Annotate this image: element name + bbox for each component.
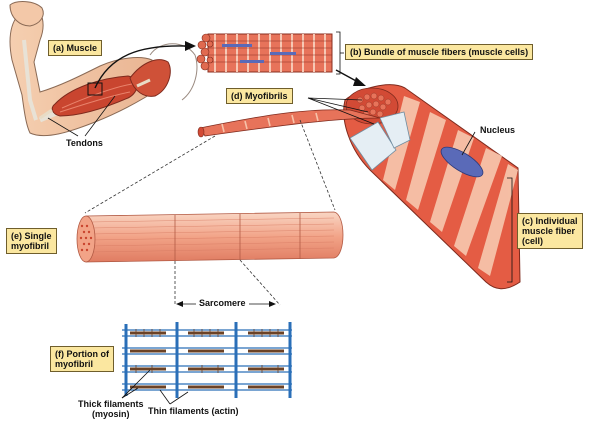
arrow-head bbox=[353, 77, 366, 86]
tendons-leader bbox=[84, 95, 116, 137]
label-tendons: Tendons bbox=[66, 138, 103, 148]
label-b-bundle: (b) Bundle of muscle fibers (muscle cell… bbox=[345, 44, 534, 60]
label-sarcomere: Sarcomere bbox=[196, 298, 249, 308]
myofibrils-leader bbox=[307, 97, 363, 101]
myofibrils-leader bbox=[307, 97, 375, 125]
label-f-letter: (f) bbox=[55, 349, 64, 359]
label-thick-filaments: Thick filaments (myosin) bbox=[78, 399, 144, 419]
thick-leader bbox=[121, 369, 151, 399]
label-f-line1: (f) Portion of bbox=[55, 349, 109, 359]
arrow-b-to-c bbox=[335, 69, 359, 83]
arrow-head bbox=[176, 301, 183, 307]
label-b-letter: (b) bbox=[350, 47, 362, 57]
label-thin-filaments: Thin filaments (actin) bbox=[148, 406, 239, 416]
label-c-text-3: (cell) bbox=[522, 236, 544, 246]
arrow-head bbox=[269, 301, 276, 307]
single-myofibril bbox=[76, 211, 344, 263]
projection-line bbox=[299, 119, 336, 211]
bundle-bracket bbox=[336, 31, 341, 75]
label-c-text-2: muscle fiber bbox=[522, 226, 576, 236]
arrow-a-to-b bbox=[94, 45, 186, 89]
extracted-myofibril bbox=[197, 109, 381, 138]
tendons-leader bbox=[47, 117, 79, 137]
arrow-head bbox=[185, 41, 196, 51]
label-nucleus: Nucleus bbox=[480, 125, 516, 135]
projection-line bbox=[239, 259, 281, 306]
label-c-fiber: (c) Individual muscle fiber (cell) bbox=[517, 213, 583, 249]
projection-line bbox=[84, 135, 216, 214]
label-a-muscle: (a) Muscle bbox=[48, 40, 103, 56]
label-e-line1: (e) Single bbox=[11, 231, 52, 241]
muscle-fiber bbox=[343, 84, 521, 290]
thin-leader bbox=[159, 389, 171, 405]
label-f-text-2: myofibril bbox=[55, 359, 94, 369]
label-c-line1: (c) Individual bbox=[522, 216, 578, 226]
label-d-myofibrils: (d) Myofibrils bbox=[226, 88, 293, 104]
label-e-text-1: Single bbox=[24, 231, 52, 241]
fiber-bracket bbox=[507, 177, 513, 283]
label-d-letter: (d) bbox=[231, 91, 243, 101]
label-a-text: Muscle bbox=[66, 43, 98, 53]
filament-portion bbox=[122, 322, 292, 398]
label-f-text-1: Portion of bbox=[66, 349, 110, 359]
label-f-portion: (f) Portion of myofibril bbox=[50, 346, 115, 372]
label-thick-2: (myosin) bbox=[92, 409, 130, 419]
label-c-text-1: Individual bbox=[535, 216, 578, 226]
thick-leader bbox=[121, 387, 139, 399]
fiber-bundle bbox=[196, 33, 333, 73]
label-e-letter: (e) bbox=[11, 231, 22, 241]
label-b-text: Bundle of muscle fibers (muscle cells) bbox=[364, 47, 529, 57]
arm-illustration bbox=[9, 1, 198, 137]
label-c-letter: (c) bbox=[522, 216, 533, 226]
label-e-text-2: myofibril bbox=[11, 241, 50, 251]
myofibrils-leader bbox=[307, 97, 369, 113]
label-d-text: Myofibrils bbox=[245, 91, 288, 101]
label-e-single: (e) Single myofibril bbox=[6, 228, 57, 254]
label-thick-1: Thick filaments bbox=[78, 399, 144, 409]
thin-leader bbox=[169, 391, 189, 405]
nucleus-leader bbox=[461, 131, 476, 156]
label-a-letter: (a) bbox=[53, 43, 64, 53]
